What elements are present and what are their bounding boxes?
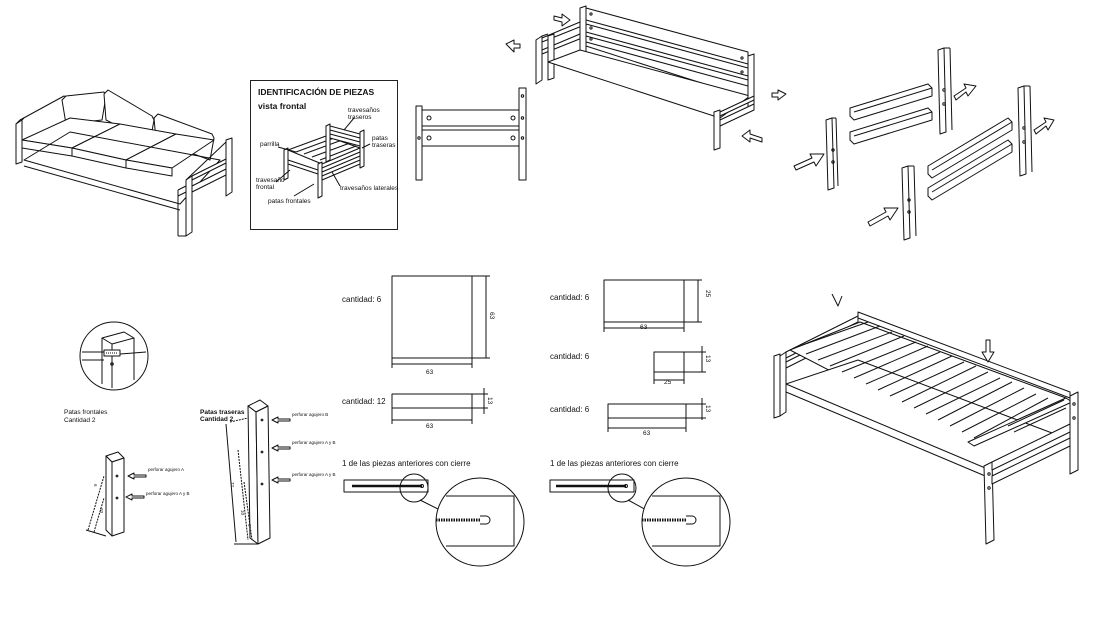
front-leg-drawing bbox=[85, 451, 147, 537]
square-height: 63 bbox=[488, 312, 495, 320]
label-side-rails: travesaños laterales bbox=[340, 185, 399, 192]
parts-identification-box bbox=[250, 80, 398, 230]
square-width: 63 bbox=[426, 369, 434, 376]
cut-diagram-right bbox=[549, 279, 731, 567]
panel-width: 63 bbox=[640, 324, 648, 331]
back-legs-qty: Cantidad 2 bbox=[200, 416, 234, 423]
joint-detail-circle bbox=[79, 321, 149, 391]
back-legs-title: Patas traseras bbox=[200, 409, 245, 416]
slat-qty: cantidad: 6 bbox=[550, 405, 590, 414]
exploded-side-drawing bbox=[793, 47, 1055, 241]
strip-height: 13 bbox=[486, 397, 493, 405]
parts-identification-drawing bbox=[275, 117, 371, 199]
cut-diagram-left bbox=[343, 275, 525, 567]
panel-qty: cantidad: 6 bbox=[550, 293, 590, 302]
identification-subtitle: vista frontal bbox=[258, 101, 307, 111]
identification-title: IDENTIFICACIÓN DE PIEZAS bbox=[258, 87, 375, 97]
front-dim-1: 6 bbox=[93, 484, 98, 487]
label-back-legs: patas traseras bbox=[372, 135, 396, 149]
back-hole-ab-label-2: perforar agujero A y B bbox=[292, 472, 336, 477]
left-closure-note: 1 de las piezas anteriores con cierre bbox=[342, 459, 471, 468]
frame-assembly-drawing bbox=[505, 5, 787, 151]
label-front-rail: travesaño frontal bbox=[256, 177, 285, 191]
front-hole-ab-label: perforar agujero A y B bbox=[146, 491, 190, 496]
label-grill: parrilla bbox=[260, 141, 280, 148]
back-hole-b-label: perforar agujero B bbox=[292, 412, 329, 417]
strip-width: 63 bbox=[426, 423, 434, 430]
back-dim-3: 6 bbox=[247, 524, 252, 527]
block-height: 13 bbox=[704, 355, 711, 363]
front-legs-title: Patas frontales bbox=[64, 409, 108, 416]
label-back-rails: travesaños traseros bbox=[348, 107, 380, 121]
block-width: 25 bbox=[664, 379, 672, 386]
back-dim-2: 10 bbox=[240, 510, 245, 516]
front-legs-qty: Cantidad 2 bbox=[64, 417, 96, 424]
square-qty: cantidad: 6 bbox=[342, 295, 382, 304]
bed-drawing bbox=[773, 293, 1079, 545]
front-hole-a-label: perforar agujero A bbox=[148, 467, 185, 472]
block-qty: cantidad: 6 bbox=[550, 352, 590, 361]
strip-qty: cantidad: 12 bbox=[342, 397, 386, 406]
back-hole-ab-label-1: perforar agujero A y B bbox=[292, 440, 336, 445]
slat-height: 13 bbox=[704, 405, 711, 413]
back-dim-1: 72 bbox=[230, 482, 235, 488]
panel-height: 25 bbox=[704, 290, 711, 298]
front-dim-2: 20 bbox=[99, 508, 104, 514]
slat-width: 63 bbox=[643, 430, 651, 437]
sofa-drawing bbox=[15, 89, 233, 237]
side-panel-drawing bbox=[415, 87, 527, 181]
back-leg-drawing bbox=[225, 399, 291, 545]
label-front-legs: patas frontales bbox=[268, 198, 311, 205]
right-closure-note: 1 de las piezas anteriores con cierre bbox=[550, 459, 679, 468]
